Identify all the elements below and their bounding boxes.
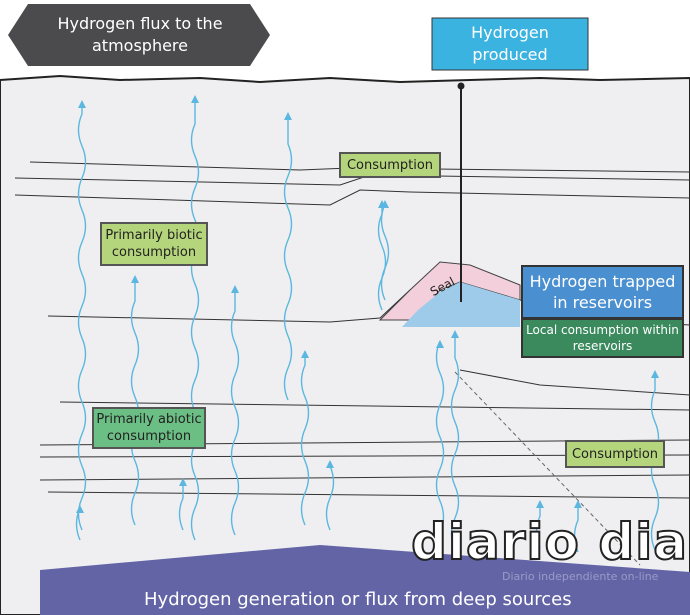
migration-arrow — [283, 116, 293, 401]
arrowhead-icon — [284, 112, 292, 120]
primarily-biotic-box: Primarily biotic consumption — [100, 222, 208, 266]
arrowhead-icon — [451, 330, 459, 338]
generation-band — [40, 545, 690, 615]
atmosphere-flux-box — [8, 4, 270, 66]
arrowhead-icon — [76, 505, 84, 513]
arrowhead-icon — [574, 500, 582, 508]
migration-arrow — [325, 464, 335, 531]
arrowhead-icon — [326, 460, 334, 468]
generation-label: Hydrogen generation or flux from deep so… — [144, 589, 572, 610]
arrowhead-icon — [436, 340, 444, 348]
arrowhead-icon — [378, 200, 386, 208]
arrowhead-icon — [301, 350, 309, 358]
atmosphere-flux-label: Hydrogen flux to the atmosphere — [57, 14, 223, 55]
primarily-abiotic-box: Primarily abiotic consumption — [92, 407, 206, 449]
migration-arrow — [650, 374, 660, 551]
arrowhead-icon — [536, 500, 544, 508]
hydrogen-trapped-box: Hydrogen trapped in reservoirs — [521, 265, 684, 319]
migration-arrow — [300, 354, 310, 526]
fault-line — [454, 371, 641, 566]
migration-arrow — [77, 104, 87, 531]
migration-arrow — [535, 504, 541, 549]
reservoir — [402, 282, 520, 327]
migration-arrow — [573, 504, 579, 553]
local-consumption-box: Local consumption within reservoirs — [521, 318, 684, 358]
migration-arrow — [435, 340, 445, 566]
consumption-box-top: Consumption — [339, 152, 441, 178]
watermark-logo: diario dia — [410, 513, 688, 571]
migration-arrow — [450, 334, 460, 551]
migration-arrow — [380, 203, 390, 301]
migration-arrow — [178, 482, 184, 531]
watermark-tagline: Diario independiente on-line — [502, 570, 659, 583]
arrowhead-icon — [179, 478, 187, 486]
hydrogen-produced-label: Hydrogen produced — [471, 23, 549, 64]
wellhead-icon — [457, 82, 465, 90]
produced-box — [431, 17, 589, 71]
hydrogen-migration-arrows — [75, 95, 660, 566]
arrowhead-icon — [191, 95, 199, 103]
arrowhead-icon — [651, 370, 659, 378]
migration-arrow — [230, 289, 240, 536]
arrowhead-icon — [131, 275, 139, 283]
arrowhead-icon — [231, 285, 239, 293]
subsurface-area — [0, 74, 690, 615]
migration-arrow — [190, 99, 200, 541]
consumption-box-right: Consumption — [565, 440, 665, 468]
arrowhead-icon — [78, 100, 86, 108]
migration-arrow — [377, 204, 387, 311]
